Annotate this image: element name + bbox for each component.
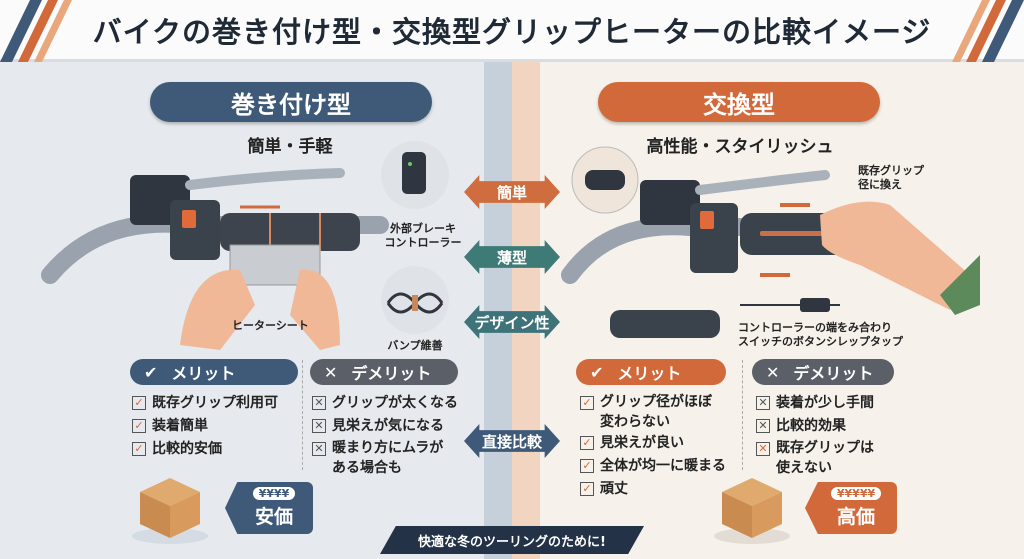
x-box-icon: ✕ (756, 396, 770, 410)
replacement-type-grip-illustration (561, 146, 980, 338)
left-merit-header: ✔メリット (130, 359, 298, 385)
divider (302, 360, 303, 470)
left-heading: 巻き付け型 (150, 82, 432, 122)
checkbox-icon: ✓ (580, 459, 594, 473)
check-icon: ✔ (144, 362, 158, 382)
list-item: ✕グリップが太くなる (312, 392, 458, 415)
price-tag-cheap: ¥¥¥¥安価 (225, 482, 313, 534)
controller-tap-label: コントローラーの端をみ合わり スイッチのボタンシレップタップ (738, 321, 903, 348)
list-item: ✕装着が少し手間 (756, 392, 874, 415)
right-heading: 交換型 (598, 82, 880, 122)
replace-label: 既存グリップ 径に換え (858, 164, 924, 191)
right-merit-list: ✓グリップ径がほぼ 変わらない ✓見栄えが良い ✓全体が均一に暖まる ✓頑丈 (580, 392, 726, 501)
title-stripes-right (952, 0, 1024, 62)
list-item: ✕比較的効果 (756, 415, 874, 438)
checkbox-icon: ✓ (132, 419, 146, 433)
list-item: ✓全体が均一に暖まる (580, 455, 726, 478)
controller-label: 外部ブレーキ コントローラー (384, 222, 462, 249)
x-box-icon: ✕ (756, 442, 770, 456)
left-demerit-list: ✕グリップが太くなる ✕見栄えが気になる ✕暖まり方にムラが ある場合も (312, 392, 458, 478)
left-subtitle: 簡単・手軽 (247, 137, 333, 157)
list-item: ✓比較的安価 (132, 438, 278, 461)
left-demerit-header: ✕デメリット (310, 359, 458, 385)
title-stripes-left (0, 0, 72, 62)
right-background (512, 62, 1024, 559)
divider (742, 360, 743, 470)
right-demerit-header: ✕デメリット (752, 359, 894, 385)
center-band-orange (512, 62, 540, 559)
box-icon (132, 478, 208, 544)
x-icon: ✕ (324, 362, 338, 382)
list-item: ✕暖まり方にムラが ある場合も (312, 438, 458, 478)
x-box-icon: ✕ (312, 396, 326, 410)
x-icon: ✕ (766, 362, 780, 382)
right-demerit-list: ✕装着が少し手間 ✕比較的効果 ✕既存グリップは 使えない (756, 392, 874, 478)
right-merit-header: ✔メリット (576, 359, 726, 385)
right-subtitle: 高性能・スタイリッシュ (646, 137, 834, 157)
checkbox-icon: ✓ (132, 396, 146, 410)
footer-banner: 快適な冬のツーリングのために! (380, 526, 644, 554)
page-title: バイクの巻き付け型・交換型グリップヒーターの比較イメージ (0, 0, 1024, 62)
check-icon: ✔ (590, 362, 604, 382)
wrap-type-grip-illustration (41, 168, 389, 350)
list-item: ✓装着簡単 (132, 415, 278, 438)
x-box-icon: ✕ (312, 442, 326, 456)
controller-icon (381, 141, 449, 209)
list-item: ✓グリップ径がほぼ 変わらない (580, 392, 726, 432)
x-box-icon: ✕ (312, 419, 326, 433)
checkbox-icon: ✓ (580, 436, 594, 450)
box-icon (714, 478, 790, 544)
cable-label: バンプ維善 (387, 339, 443, 352)
checkbox-icon: ✓ (580, 396, 594, 410)
list-item: ✕既存グリップは 使えない (756, 438, 874, 478)
checkbox-icon: ✓ (132, 442, 146, 456)
list-item: ✓既存グリップ利用可 (132, 392, 278, 415)
left-merit-list: ✓既存グリップ利用可 ✓装着簡単 ✓比較的安価 (132, 392, 278, 461)
list-item: ✓見栄えが良い (580, 432, 726, 455)
checkbox-icon: ✓ (580, 482, 594, 496)
cable-icon (381, 266, 449, 334)
list-item: ✓頑丈 (580, 478, 726, 501)
price-tag-expensive: ¥¥¥¥¥高価 (805, 482, 897, 534)
x-box-icon: ✕ (756, 419, 770, 433)
list-item: ✕見栄えが気になる (312, 415, 458, 438)
center-band-blue (484, 62, 512, 559)
heater-sheet-label: ヒーターシート (232, 319, 309, 332)
